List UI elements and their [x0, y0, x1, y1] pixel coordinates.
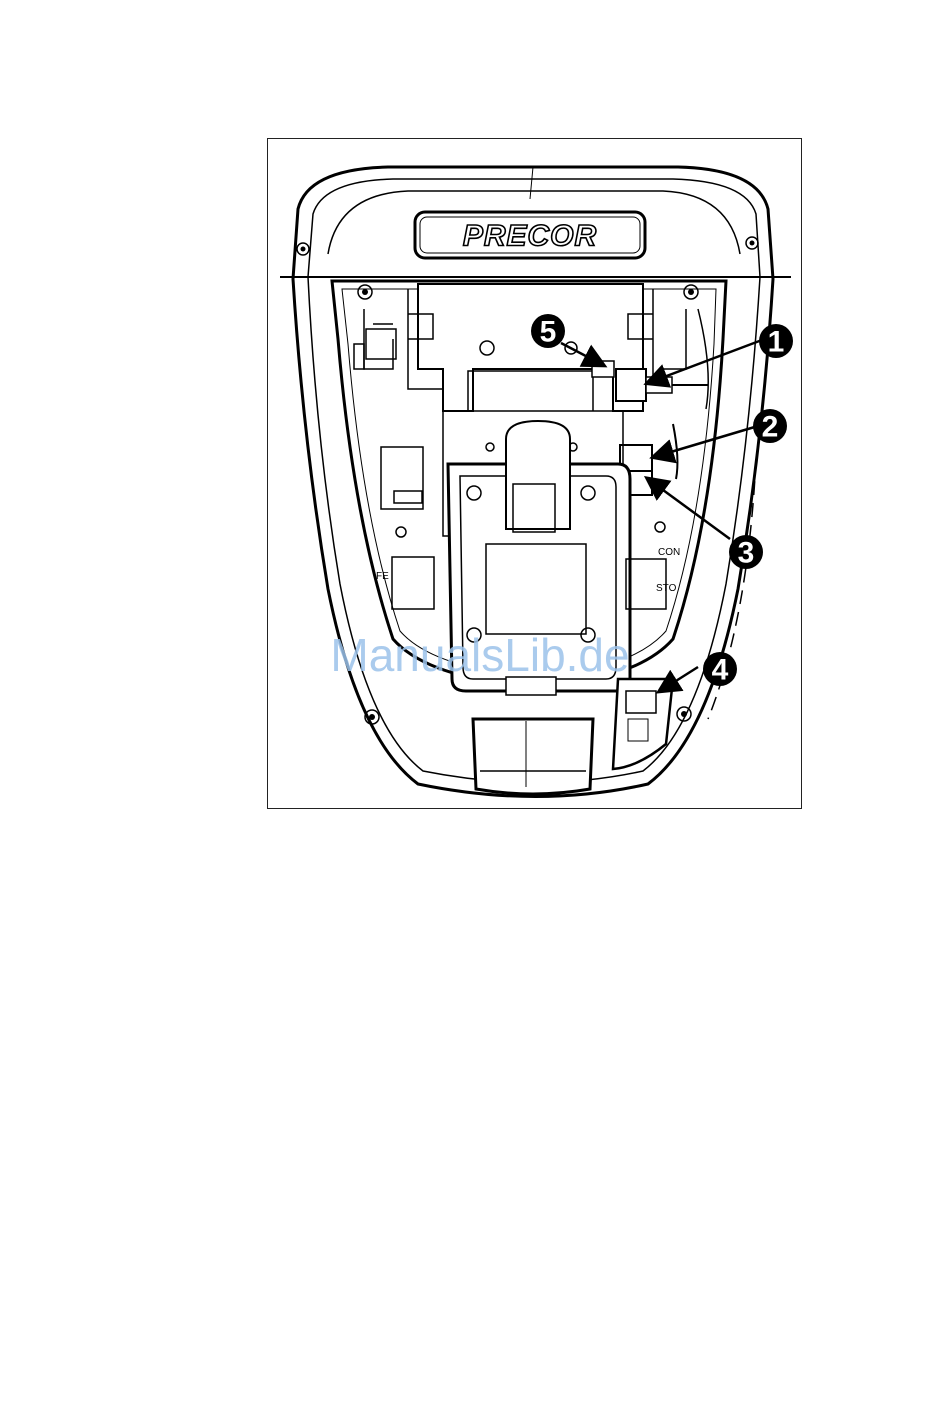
right-hinge — [663, 309, 686, 369]
screw-mid-right — [684, 285, 698, 299]
callout-3: 3 — [729, 535, 763, 570]
left-latch — [366, 329, 396, 359]
left-hinge — [364, 309, 393, 369]
upper-bracket — [418, 284, 643, 411]
grip-tongue — [506, 421, 570, 529]
bracket-notch — [468, 371, 593, 411]
callout-1: 1 — [759, 324, 793, 359]
left-board-connector — [394, 491, 422, 503]
left-clip — [354, 344, 364, 369]
svg-text:3: 3 — [738, 537, 755, 570]
right-cable-loop — [698, 309, 708, 409]
left-board — [381, 447, 423, 509]
bottom-tray — [473, 719, 593, 794]
port-housing — [613, 679, 673, 769]
screw-top-right — [746, 237, 758, 249]
callout-2-leader — [654, 426, 758, 457]
fe-label: FE — [376, 571, 389, 582]
plate-hole-a — [486, 443, 494, 451]
console-diagram: PRECOR — [268, 139, 803, 810]
callout-4: 4 — [703, 652, 737, 687]
svg-text:5: 5 — [540, 316, 557, 349]
connector-5 — [592, 361, 614, 377]
callout-3-leader — [648, 479, 730, 539]
connector-1-housing — [616, 369, 646, 401]
screw-mid-left — [358, 285, 372, 299]
right-board-screw — [655, 522, 665, 532]
con-label: CON — [658, 547, 680, 558]
console-diagram-frame: PRECOR — [267, 138, 802, 809]
housing-seam — [530, 167, 533, 199]
svg-text:1: 1 — [768, 326, 785, 359]
screw-top-left — [297, 243, 309, 255]
grip-lower-clip — [506, 677, 556, 695]
svg-text:2: 2 — [762, 411, 779, 444]
fe-panel — [392, 557, 434, 609]
sto-label: STO — [656, 583, 677, 594]
left-board-screw — [396, 527, 406, 537]
svg-text:4: 4 — [712, 654, 729, 687]
precor-logo-text: PRECOR — [463, 220, 597, 253]
